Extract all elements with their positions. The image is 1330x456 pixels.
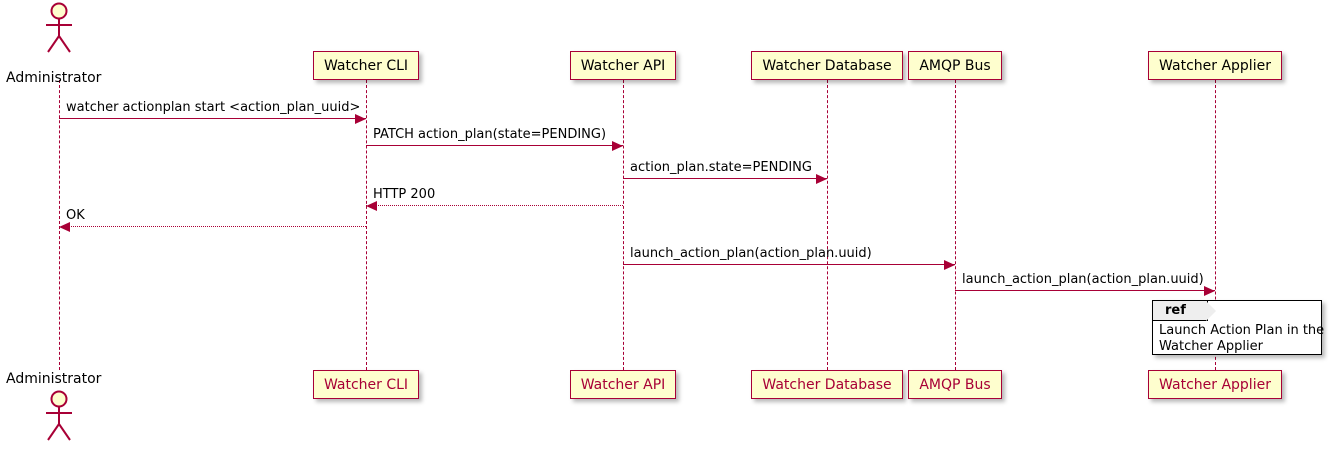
participant-watcher_applier-bottom[interactable]: Watcher Applier <box>1148 370 1282 399</box>
message-arrowhead-6 <box>944 259 955 270</box>
message-arrowhead-5 <box>59 221 70 232</box>
message-arrowhead-1 <box>355 113 366 124</box>
message-label-2: PATCH action_plan(state=PENDING) <box>373 127 607 142</box>
message-arrowhead-2 <box>612 140 623 151</box>
message-line-5 <box>59 226 366 227</box>
lifeline-watcher_cli <box>365 80 367 370</box>
message-arrowhead-7 <box>1204 285 1215 296</box>
lifeline-watcher_applier <box>1214 80 1216 370</box>
participant-watcher_database-top[interactable]: Watcher Database <box>751 51 903 80</box>
actor-label-administrator-bottom: Administrator <box>6 371 102 387</box>
participant-watcher_api-bottom[interactable]: Watcher API <box>569 370 677 399</box>
participant-watcher_cli-top[interactable]: Watcher CLI <box>312 51 420 80</box>
message-line-4 <box>366 205 623 206</box>
message-line-3 <box>623 178 827 179</box>
lifeline-watcher_api <box>622 80 624 370</box>
message-label-4: HTTP 200 <box>373 187 436 202</box>
message-arrowhead-4 <box>366 200 377 211</box>
message-line-2 <box>366 145 623 146</box>
participant-watcher_api-top[interactable]: Watcher API <box>569 51 677 80</box>
participant-amqp_bus-bottom[interactable]: AMQP Bus <box>908 370 1002 399</box>
lifeline-watcher_database <box>826 80 828 370</box>
message-line-1 <box>59 118 366 119</box>
actor-administrator-top <box>39 2 79 54</box>
participant-watcher_applier-top[interactable]: Watcher Applier <box>1148 51 1282 80</box>
participant-watcher_database-bottom[interactable]: Watcher Database <box>751 370 903 399</box>
actor-administrator-bottom <box>39 390 79 442</box>
ref-fragment-tab-notch <box>1206 301 1217 321</box>
message-line-7 <box>955 290 1215 291</box>
actor-label-administrator-top: Administrator <box>6 70 102 86</box>
message-label-6: launch_action_plan(action_plan.uuid) <box>630 246 872 261</box>
message-line-6 <box>623 264 955 265</box>
ref-fragment-line-2: Watcher Applier <box>1159 339 1263 354</box>
ref-fragment-line-1: Launch Action Plan in the <box>1159 323 1325 338</box>
message-label-3: action_plan.state=PENDING <box>630 160 812 175</box>
participant-amqp_bus-top[interactable]: AMQP Bus <box>908 51 1002 80</box>
message-label-1: watcher actionplan start <action_plan_uu… <box>66 100 361 115</box>
lifeline-amqp_bus <box>954 80 956 370</box>
ref-fragment-tab: ref <box>1153 301 1208 321</box>
message-label-5: OK <box>66 208 85 223</box>
participant-watcher_cli-bottom[interactable]: Watcher CLI <box>312 370 420 399</box>
message-arrowhead-3 <box>816 173 827 184</box>
message-label-7: launch_action_plan(action_plan.uuid) <box>962 272 1204 287</box>
